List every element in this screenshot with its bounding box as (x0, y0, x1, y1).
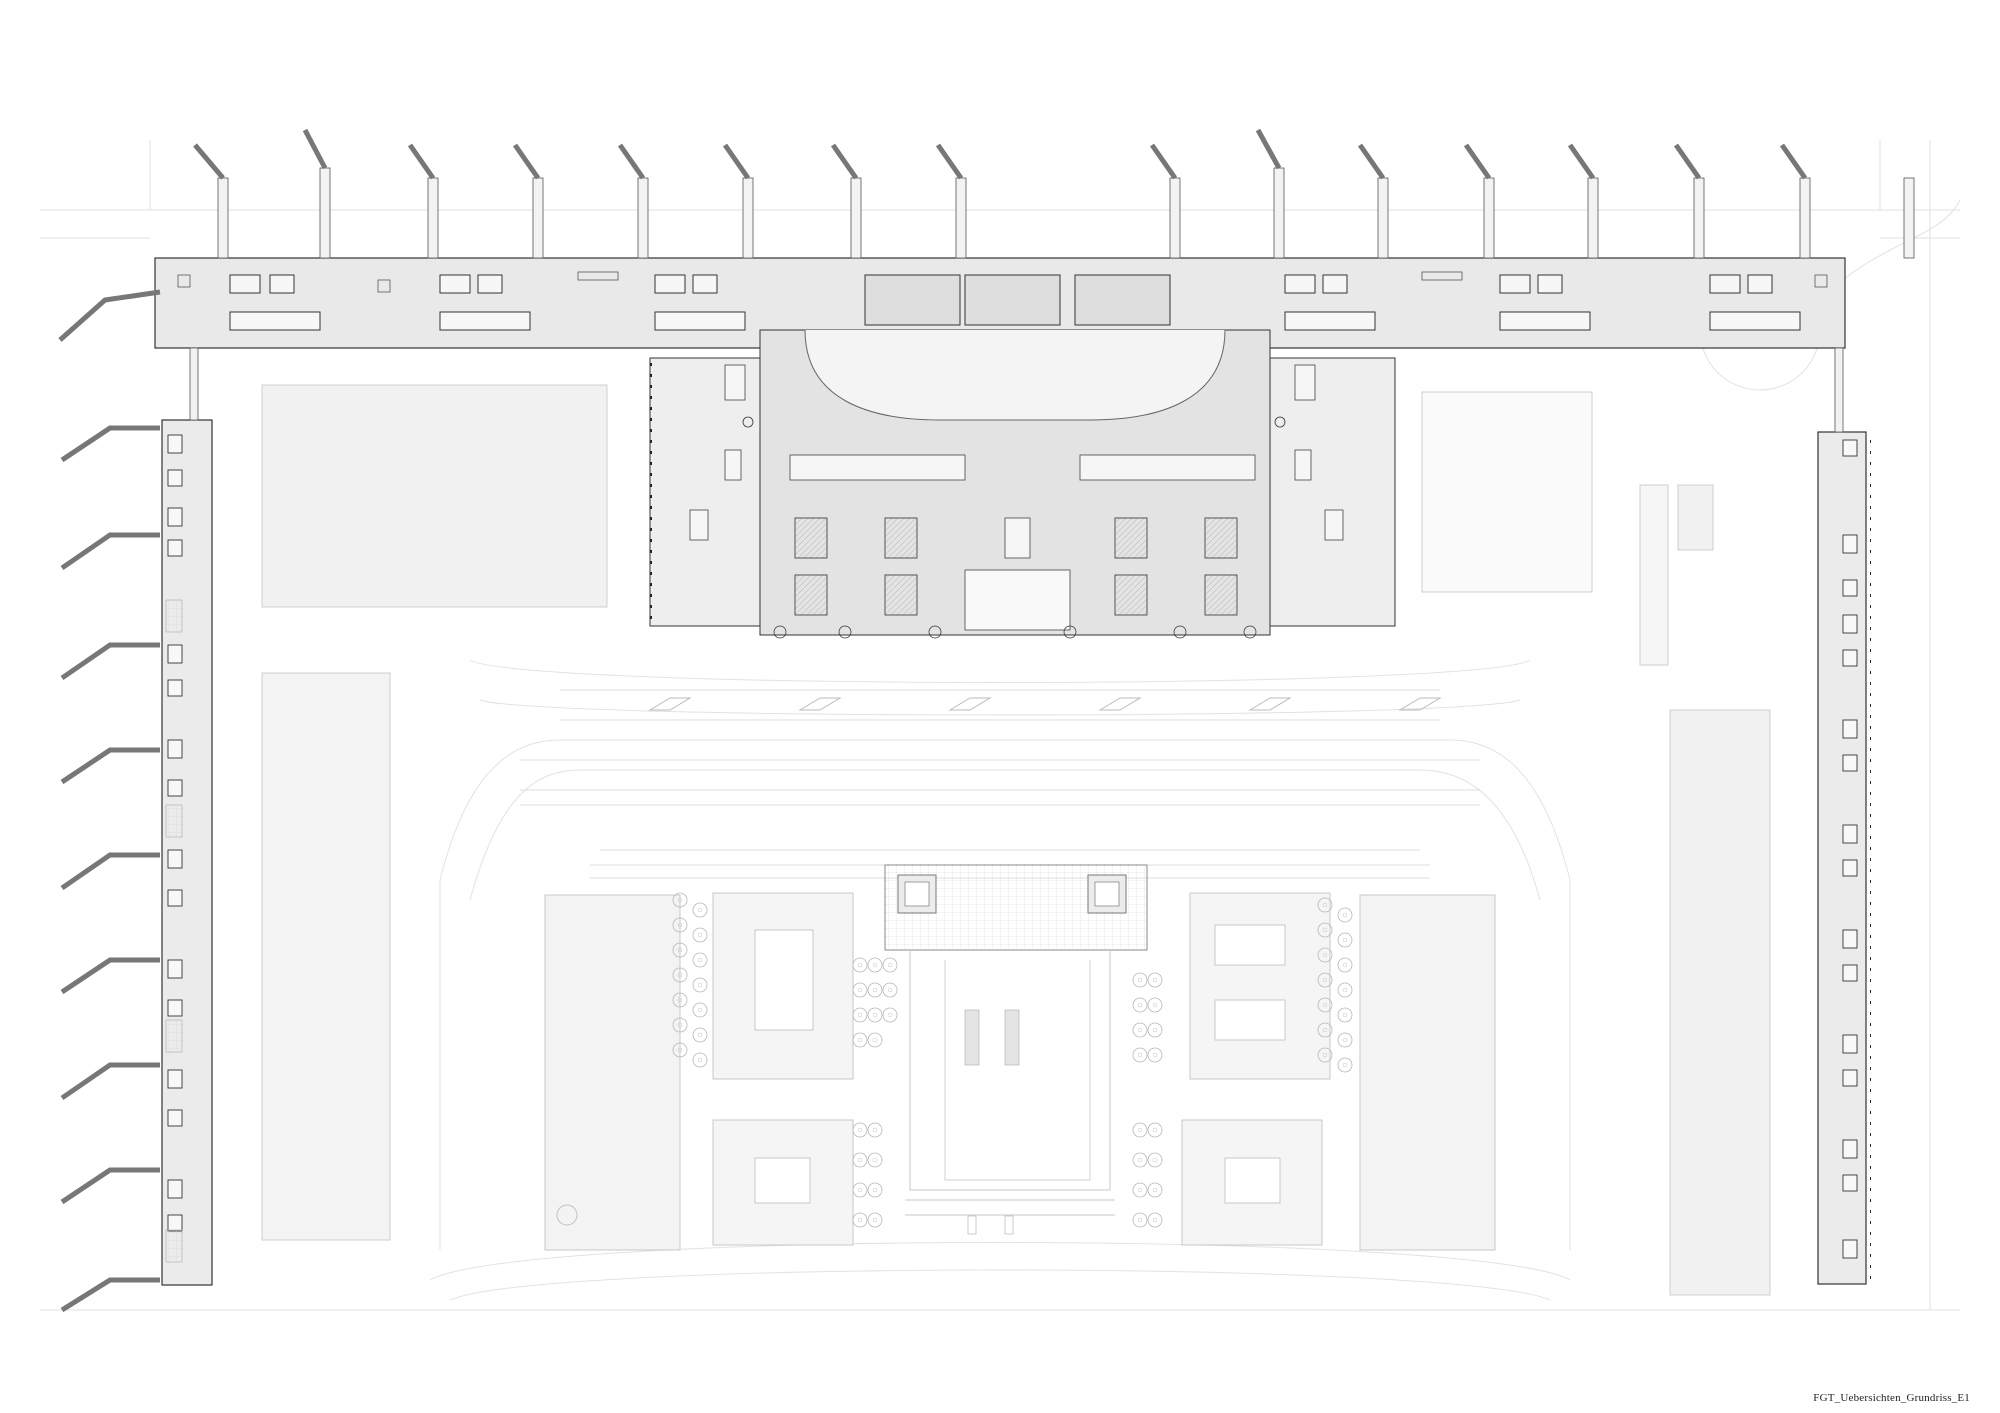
road-markings (520, 689, 1480, 879)
west-pier (148, 347, 215, 1286)
terminal-main (425, 329, 1605, 752)
drawing-caption: FGT_Uebersichten_Grundriss_E1 (1813, 1392, 1970, 1404)
east-pier (1812, 347, 1871, 1285)
jet-bridges-north (193, 128, 1915, 259)
jet-bridges-west (58, 289, 161, 1313)
lane-arrows (648, 697, 1442, 711)
outbuildings (261, 384, 1771, 1296)
plaza-complex (544, 864, 1496, 1251)
